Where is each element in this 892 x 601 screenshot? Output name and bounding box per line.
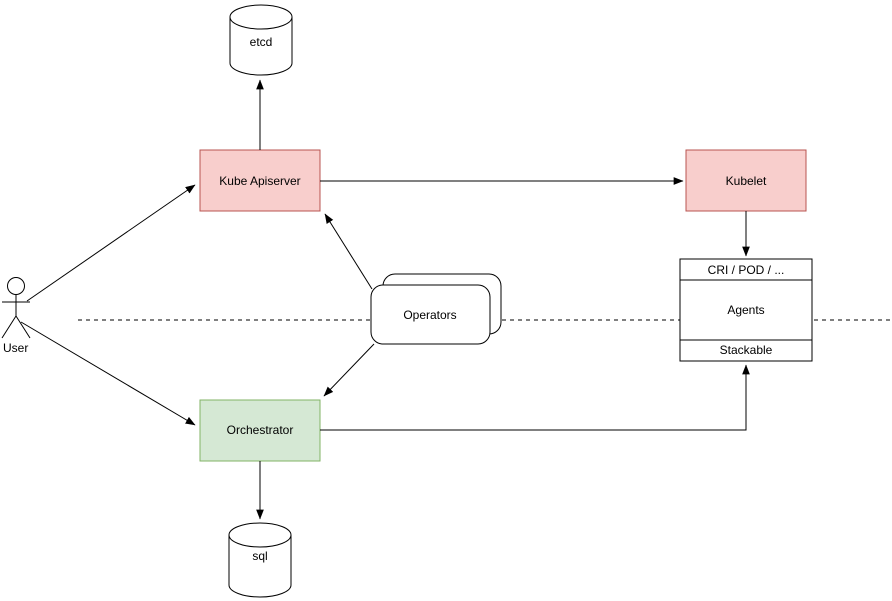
kubelet-node: Kubelet <box>685 149 807 212</box>
kube-apiserver-box <box>199 149 321 212</box>
orchestrator-label: Orchestrator <box>227 423 294 437</box>
user-actor-body <box>1 294 31 339</box>
user-actor-head <box>7 277 25 295</box>
agents-stack-node: CRI / POD / ... Agents Stackable <box>679 258 813 362</box>
kube-apiserver-node: Kube Apiserver <box>199 149 321 212</box>
edge-orchestrator-to-agents <box>320 364 750 431</box>
sql-label: sql <box>252 549 267 563</box>
kubelet-label: Kubelet <box>726 174 767 188</box>
orchestrator-node: Orchestrator <box>199 399 321 462</box>
kubelet-box <box>685 149 807 212</box>
operators-node: Operators <box>370 273 502 345</box>
etcd-node: etcd <box>229 4 293 76</box>
agents-stack-box <box>679 258 813 362</box>
etcd-cylinder-rim <box>229 16 293 30</box>
edge-operators-to-apiserver <box>324 213 373 290</box>
operators-label: Operators <box>403 308 456 322</box>
operators-front-card <box>370 284 491 345</box>
sql-cylinder-rim <box>228 534 292 548</box>
user-label: User <box>3 341 28 355</box>
sql-node: sql <box>228 522 292 598</box>
edge-user-to-orchestrator <box>20 321 196 426</box>
user-actor: User <box>1 277 31 355</box>
agents-stack-row-agents-label: Agents <box>727 303 764 317</box>
etcd-label: etcd <box>250 35 273 49</box>
agents-stack-row-cri-pod-label: CRI / POD / ... <box>708 263 785 277</box>
kube-apiserver-label: Kube Apiserver <box>219 174 300 188</box>
etcd-cylinder <box>229 4 293 76</box>
sql-cylinder <box>228 522 292 598</box>
agents-stack-row-stackable-label: Stackable <box>720 343 773 357</box>
edge-user-to-apiserver <box>26 184 196 302</box>
edge-operators-to-orchestrator <box>323 343 375 397</box>
